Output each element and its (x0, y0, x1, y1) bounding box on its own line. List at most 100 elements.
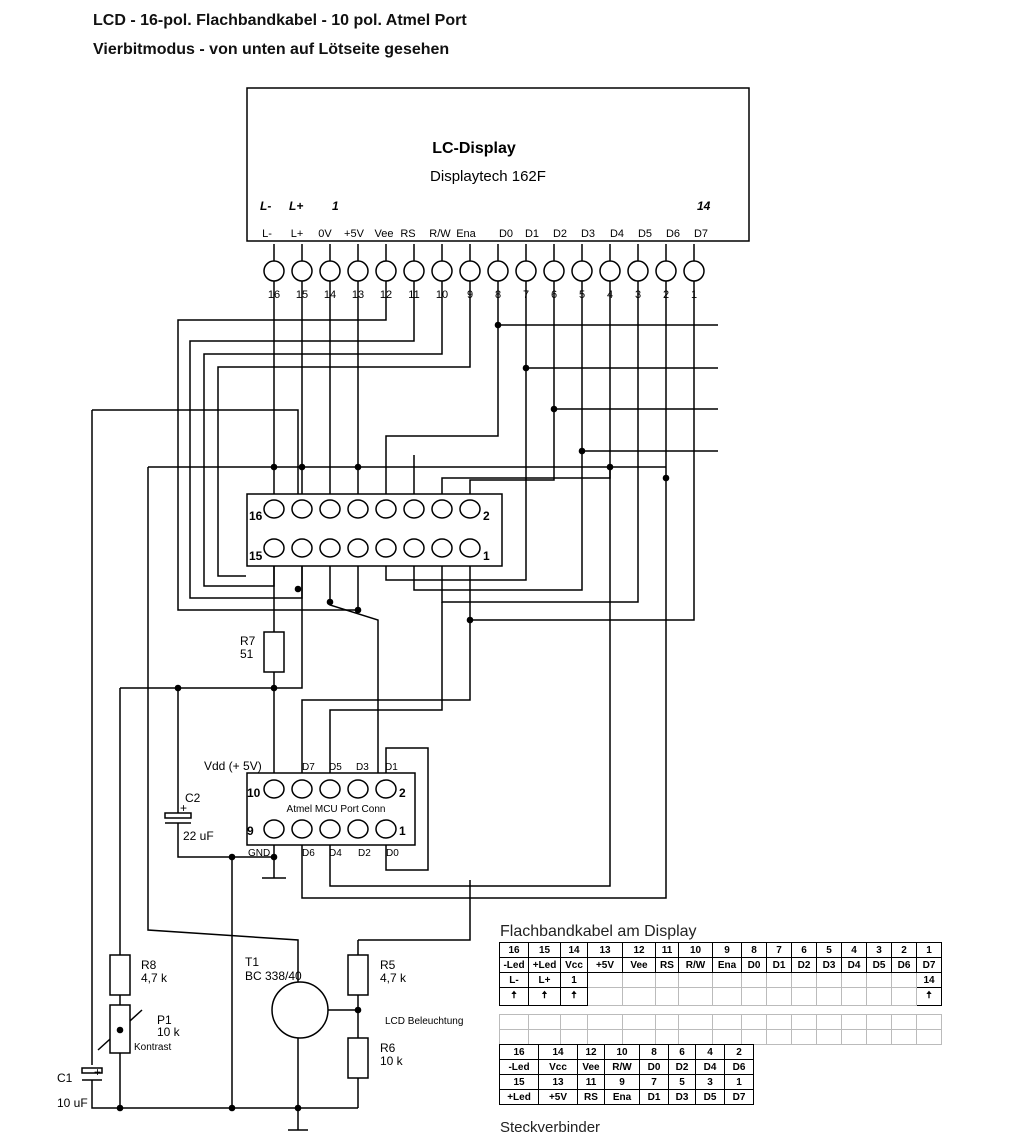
table-cell: D3 (668, 1089, 696, 1105)
atmel-pin-pad (319, 779, 341, 799)
table-cell (499, 1014, 529, 1030)
table-cell: 1 (916, 942, 942, 958)
atmel-pin-pad (291, 819, 313, 839)
page-title-line-2: Vierbitmodus - von unten auf Lötseite ge… (93, 41, 450, 58)
ribbon-pin-pad (291, 499, 313, 519)
ribbon-pin-15-label: 15 (249, 549, 263, 563)
table-cell (891, 987, 917, 1006)
junction-dot (354, 606, 362, 614)
table-cell: 3 (866, 942, 892, 958)
atmel-bottom-d2: D2 (358, 848, 371, 859)
table-cell (741, 972, 767, 988)
table-cell: 7 (639, 1074, 669, 1090)
table-cell: 11 (655, 942, 679, 958)
ribbon-pin-pad (263, 499, 285, 519)
atmel-pin-10-label: 10 (247, 786, 261, 800)
display-pin-pad (571, 260, 593, 282)
display-pin-label: D4 (610, 228, 624, 240)
table-cell: 3 (695, 1074, 725, 1090)
table-cell (866, 972, 892, 988)
table-cell: 14 (560, 942, 588, 958)
c2-plus: + (180, 801, 187, 815)
table-cell (678, 972, 713, 988)
wire-pin2 (301, 281, 667, 899)
display-pin-number: 3 (635, 289, 641, 301)
junction-dot (578, 447, 586, 455)
ribbon-pin-pad (459, 499, 481, 519)
table-cell (655, 987, 679, 1006)
table-cell: 9 (712, 942, 742, 958)
table-row (499, 1014, 942, 1030)
p1-desc: Kontrast (134, 1042, 171, 1053)
table-cell (841, 987, 867, 1006)
display-pin-number: 14 (324, 289, 336, 301)
junction-dot (550, 405, 558, 413)
display-pin-label: L- (262, 228, 272, 240)
table-cell: Vee (577, 1059, 605, 1075)
atmel-vdd-label: Vdd (+ 5V) (204, 759, 262, 773)
table-cell: RS (655, 957, 679, 973)
table-cell: 8 (741, 942, 767, 958)
table-cell: 🠅 (560, 987, 588, 1006)
display-pin-label: RS (400, 228, 415, 240)
table-cell (891, 1014, 917, 1030)
wire-d0-to-ribbon (385, 325, 499, 499)
table-cell: D1 (766, 957, 792, 973)
display-pin-label: D3 (581, 228, 595, 240)
table-cell: Ena (712, 957, 742, 973)
table-cell (622, 1014, 656, 1030)
ribbon-pin-16-label: 16 (249, 509, 263, 523)
atmel-bottom-d0: D0 (386, 848, 399, 859)
display-pin-number: 11 (408, 289, 419, 301)
table-cell: 7 (766, 942, 792, 958)
display-pin-number: 12 (380, 289, 392, 301)
table-cell (587, 972, 623, 988)
ribbon-connector (246, 493, 503, 567)
junction-dot (270, 684, 278, 692)
display-pin-pad (627, 260, 649, 282)
display-model: Displaytech 162F (430, 168, 546, 185)
table-cell: 16 (499, 1044, 539, 1060)
table-cell: +Led (499, 1089, 539, 1105)
display-pin-number: 16 (268, 289, 280, 301)
wire-d5-atmel (329, 602, 443, 789)
display-pin-number: 2 (663, 289, 669, 301)
r6-name: R6 (380, 1041, 396, 1055)
table-cell: D6 (891, 957, 917, 973)
table-cell (916, 1029, 942, 1045)
junction-dot (466, 616, 474, 624)
table-cell: D3 (816, 957, 842, 973)
atmel-pin-9-label: 9 (247, 824, 254, 838)
atmel-pin-pad (319, 819, 341, 839)
table-cell (655, 1014, 679, 1030)
table-cell: 2 (891, 942, 917, 958)
table-cell: 1 (724, 1074, 754, 1090)
display-pin-number: 13 (352, 289, 364, 301)
junction-dot (298, 463, 306, 471)
ribbon-pin-pad (347, 538, 369, 558)
table-cell: D0 (741, 957, 767, 973)
table-cell (841, 1014, 867, 1030)
table-cell (741, 1029, 767, 1045)
c1-plus: + (94, 1065, 101, 1079)
atmel-pin-pad (263, 779, 285, 799)
table-cell (712, 1029, 742, 1045)
table-cell (622, 972, 656, 988)
c1-name: C1 (57, 1071, 73, 1085)
display-pin-pad (487, 260, 509, 282)
table-cell (791, 1014, 817, 1030)
table-cell: 13 (538, 1074, 578, 1090)
table-cell (678, 1029, 713, 1045)
table-cell: +5V (538, 1089, 578, 1105)
display-pin-label: D7 (694, 228, 708, 240)
table-cell: 4 (695, 1044, 725, 1060)
table-cell: 5 (816, 942, 842, 958)
table-cell (766, 1029, 792, 1045)
table-cell: R/W (604, 1059, 640, 1075)
table-caption: Steckverbinder (500, 1119, 601, 1136)
junction-dot (228, 1104, 236, 1112)
